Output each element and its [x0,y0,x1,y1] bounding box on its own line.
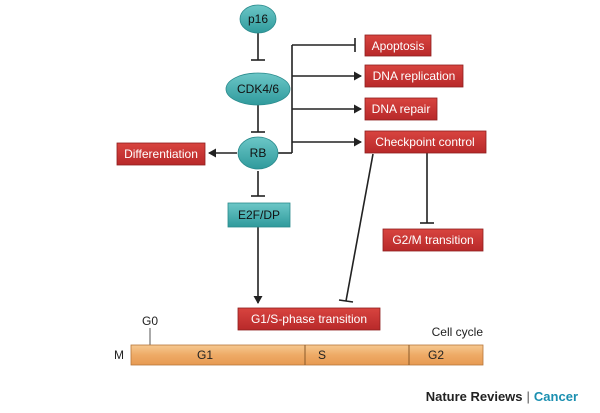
dna-replication-label: DNA replication [373,69,456,83]
box-dna-replication: DNA replication [364,64,464,88]
s-phase-label: S [318,348,326,362]
journal-section: Cancer [533,389,578,404]
g1-phase-label: G1 [197,348,213,362]
box-checkpoint-control: Checkpoint control [364,130,487,154]
node-cdk46: CDK4/6 [225,72,291,106]
cdk46-label: CDK4/6 [237,82,279,96]
journal-credit: Nature Reviews|Cancer [426,389,578,404]
checkpoint-control-label: Checkpoint control [375,135,474,149]
node-rb: RB [237,136,279,170]
dna-repair-label: DNA repair [372,102,431,116]
box-apoptosis: Apoptosis [364,34,432,57]
connectors [208,33,434,304]
apoptosis-label: Apoptosis [372,39,425,53]
checkpoint-inhibits-g1s-line [345,153,374,302]
box-differentiation: Differentiation [116,142,206,166]
m-label: M [114,348,124,362]
rb-label: RB [250,146,267,160]
node-p16: p16 [239,4,277,34]
box-dna-repair: DNA repair [364,97,438,121]
differentiation-label: Differentiation [124,147,198,161]
g1s-transition-label: G1/S-phase transition [251,312,367,326]
g0-label: G0 [142,314,158,328]
p16-label: p16 [248,12,268,26]
node-e2fdp: E2F/DP [227,202,291,228]
cycle-bar-track [130,344,484,366]
cell-cycle-title: Cell cycle [432,325,484,339]
cell-cycle-bar: Cell cycle G0 M G1 S G2 [114,314,484,366]
journal-name: Nature Reviews [425,389,523,404]
box-g1s-transition: G1/S-phase transition [237,307,381,331]
credit-separator: | [526,389,530,404]
checkpoint-inhibits-g1s-bar [338,299,354,303]
g2-phase-label: G2 [428,348,444,362]
e2fdp-label: E2F/DP [238,208,280,222]
box-g2m-transition: G2/M transition [382,228,484,252]
g2m-transition-label: G2/M transition [392,233,473,247]
